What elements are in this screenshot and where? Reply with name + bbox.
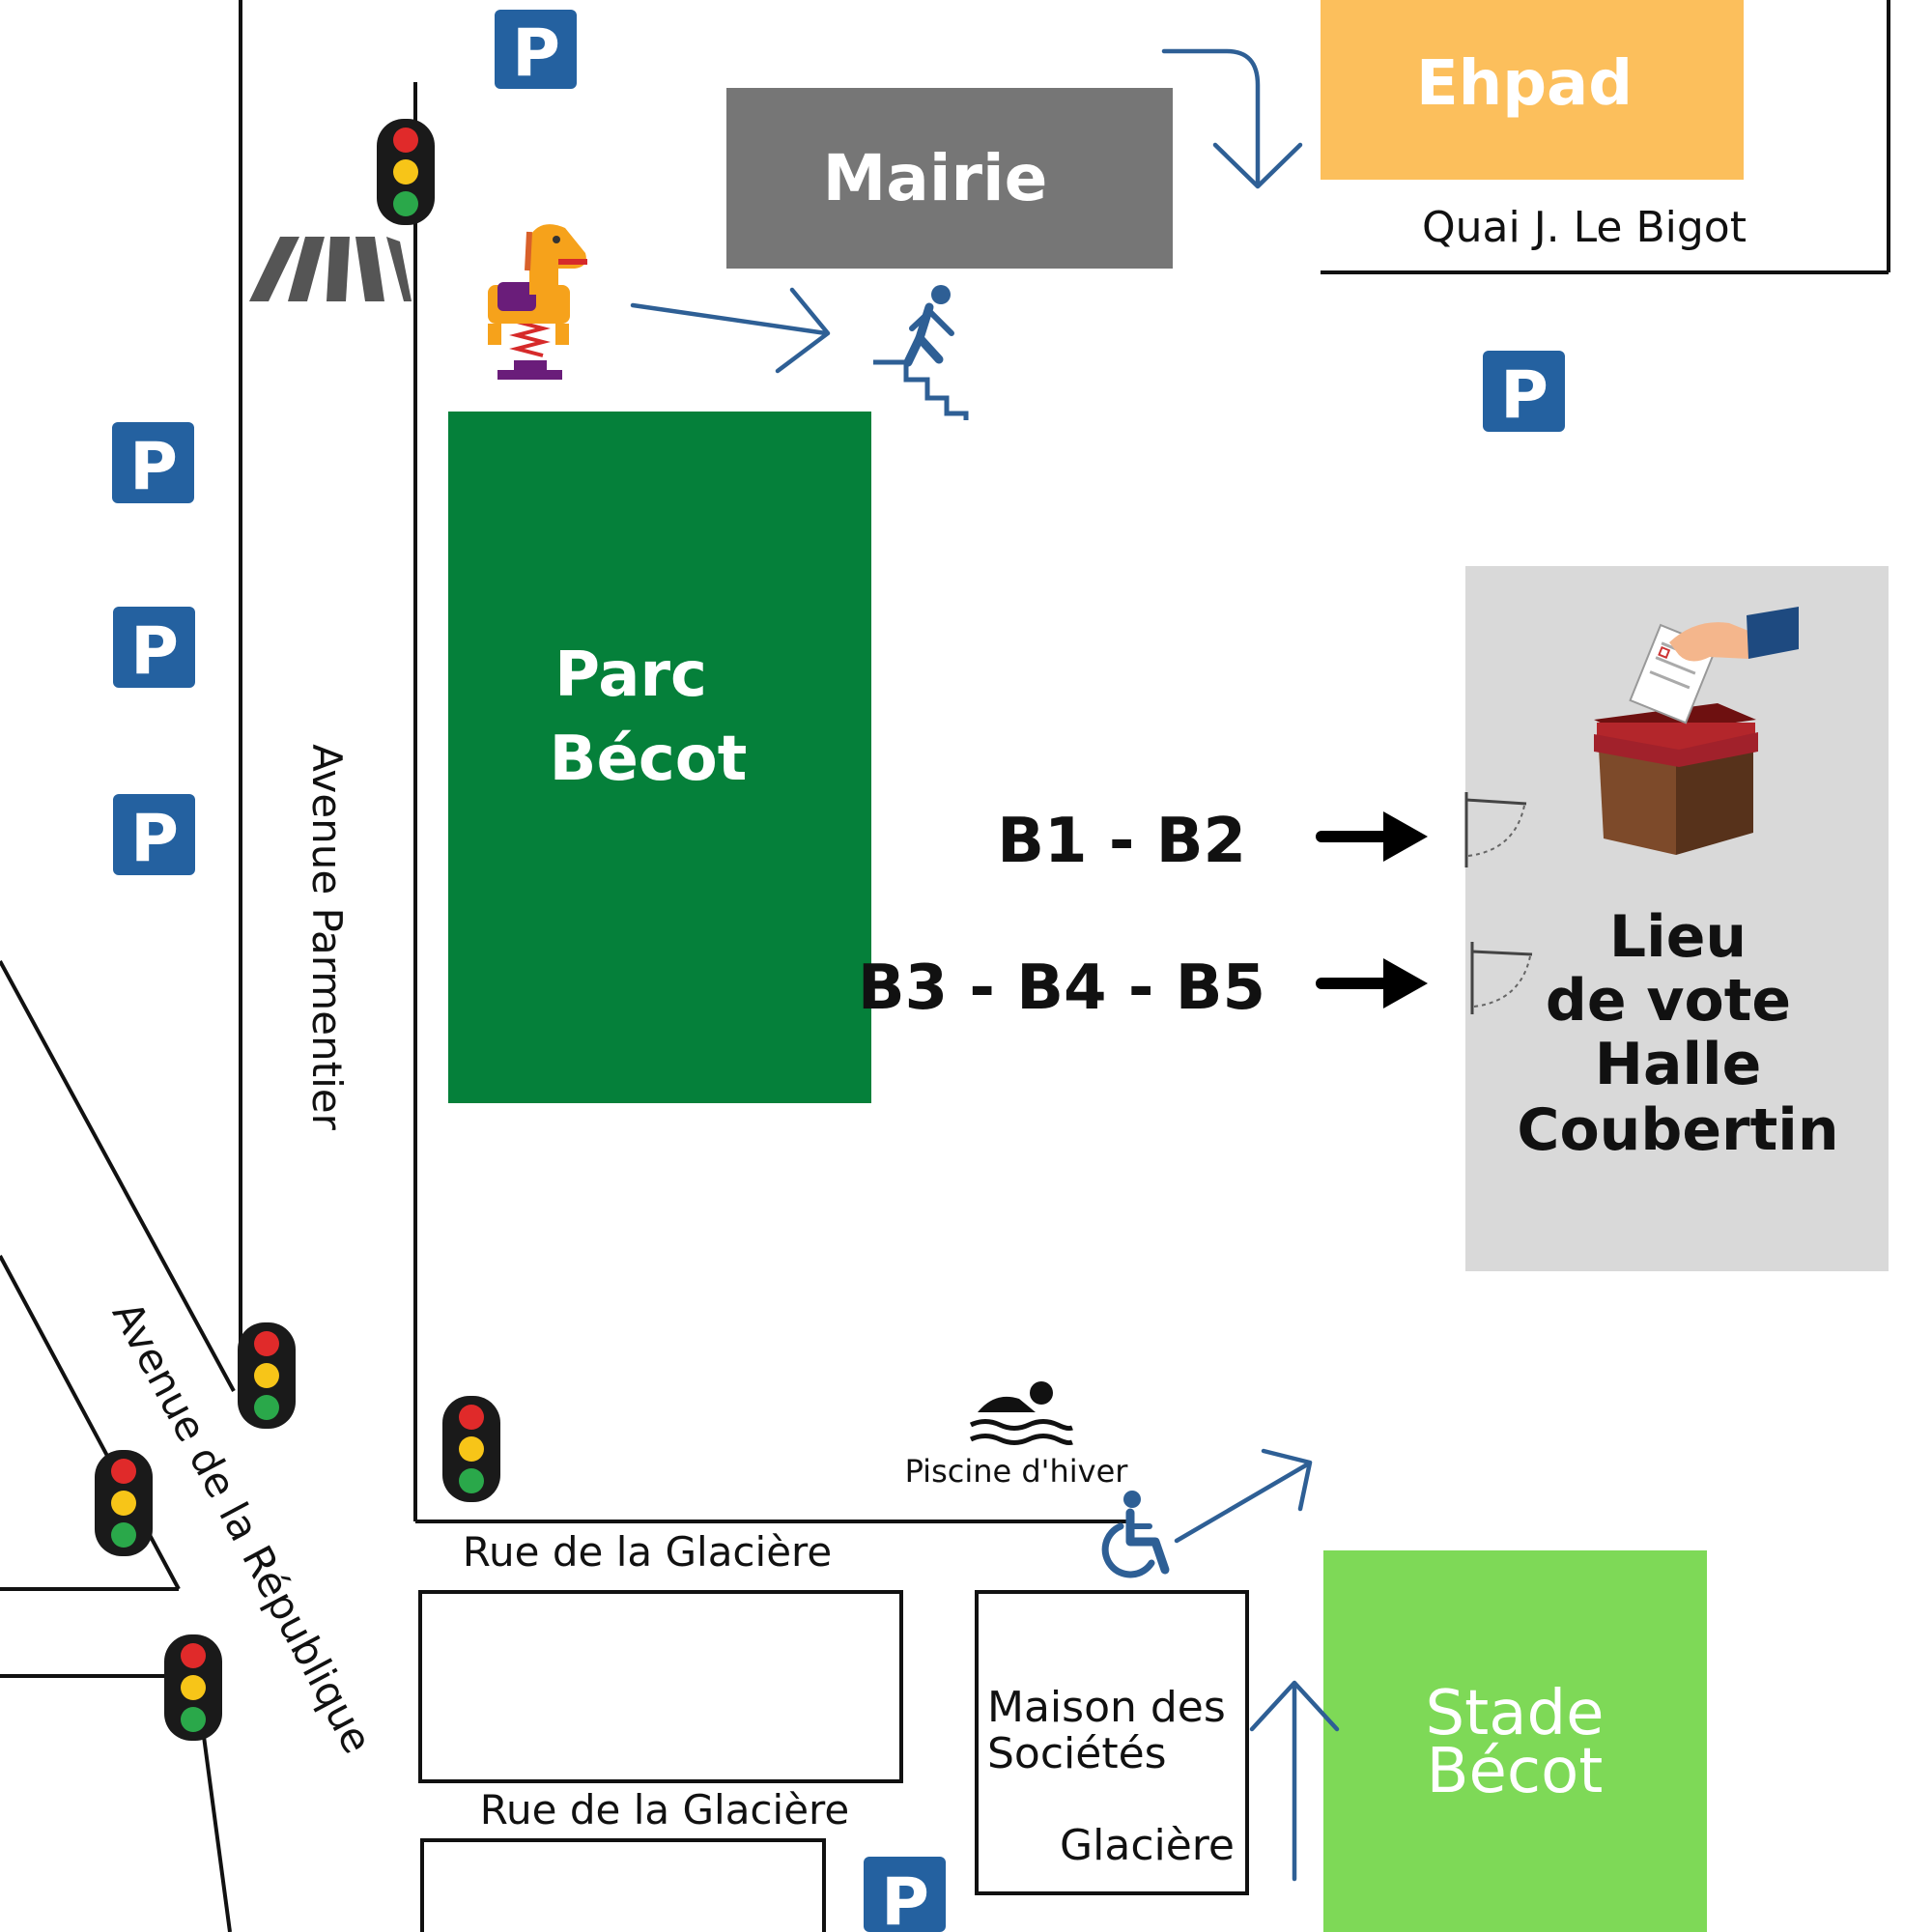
vote-title-line3: Halle bbox=[1595, 1031, 1762, 1098]
arrow-right-icon-2 bbox=[1316, 958, 1428, 1009]
traffic-light-icon-1 bbox=[377, 119, 435, 225]
svg-text:P: P bbox=[1500, 357, 1548, 434]
parking-icon-2: P bbox=[112, 422, 194, 505]
stade-label-line1: Stade bbox=[1426, 1678, 1605, 1749]
parc-becot-area bbox=[448, 412, 871, 1103]
glaciere-street-label-2: Rue de la Glacière bbox=[480, 1786, 849, 1833]
stade-becot-area bbox=[1323, 1550, 1707, 1932]
svg-text:P: P bbox=[512, 15, 560, 92]
parking-icon-5: P bbox=[1483, 351, 1565, 434]
stade-label-line2: Bécot bbox=[1427, 1736, 1604, 1807]
maison-label-line1: Maison des bbox=[987, 1683, 1226, 1732]
swimmer-icon bbox=[969, 1381, 1073, 1446]
parmentier-street-label: Avenue Parmentier bbox=[303, 744, 351, 1130]
wheelchair-icon bbox=[1101, 1491, 1170, 1578]
traffic-light-icon-4 bbox=[95, 1450, 153, 1556]
parking-icon-3: P bbox=[113, 607, 195, 690]
arrow-to-mairie-icon bbox=[630, 287, 831, 374]
ballot-box-icon bbox=[1594, 607, 1799, 855]
parc-label-line2: Bécot bbox=[550, 724, 748, 795]
rocking-horse-icon bbox=[488, 224, 587, 380]
stairs-person-icon bbox=[873, 285, 969, 420]
bureaux-b1-b2-label: B1 - B2 bbox=[997, 806, 1246, 877]
quai-street-label: Quai J. Le Bigot bbox=[1422, 203, 1747, 252]
svg-text:P: P bbox=[130, 801, 179, 877]
arrow-to-ehpad-icon bbox=[1161, 48, 1303, 189]
maison-des-societes-block bbox=[975, 1590, 1249, 1895]
vote-title-line2: de vote bbox=[1546, 967, 1791, 1035]
vote-title-line4: Coubertin bbox=[1517, 1096, 1838, 1164]
piscine-label: Piscine d'hiver bbox=[905, 1453, 1129, 1490]
city-block-1 bbox=[418, 1590, 903, 1783]
mairie-building bbox=[726, 88, 1173, 269]
parc-label-line1: Parc bbox=[554, 639, 707, 711]
glaciere-street-label-1: Rue de la Glacière bbox=[463, 1528, 832, 1576]
traffic-light-icon-5 bbox=[164, 1634, 222, 1741]
maison-label-line3: Glacière bbox=[1060, 1821, 1235, 1870]
vote-title-line1: Lieu bbox=[1609, 903, 1747, 971]
svg-text:P: P bbox=[130, 613, 179, 690]
maison-label-line2: Sociétés bbox=[987, 1729, 1167, 1778]
ehpad-building bbox=[1321, 0, 1744, 180]
ehpad-label: Ehpad bbox=[1416, 48, 1633, 120]
svg-text:P: P bbox=[881, 1864, 929, 1932]
arrow-up-icon bbox=[1249, 1680, 1340, 1882]
arrow-diagonal-icon bbox=[1174, 1448, 1313, 1544]
door-icon-1 bbox=[1464, 792, 1527, 867]
traffic-light-icon-2 bbox=[238, 1322, 296, 1429]
traffic-light-icon-3 bbox=[442, 1396, 500, 1502]
bureaux-b3-b5-label: B3 - B4 - B5 bbox=[858, 952, 1265, 1024]
crosswalk-icon bbox=[249, 237, 412, 301]
parking-icon-1: P bbox=[495, 10, 577, 92]
svg-text:P: P bbox=[129, 429, 178, 505]
parking-icon-4: P bbox=[113, 794, 195, 877]
city-block-2 bbox=[420, 1838, 826, 1932]
parking-icon-6: P bbox=[864, 1857, 946, 1932]
arrow-right-icon-1 bbox=[1316, 811, 1428, 862]
road-lines bbox=[0, 0, 1890, 1932]
mairie-label: Mairie bbox=[823, 141, 1048, 215]
door-icon-2 bbox=[1470, 942, 1533, 1014]
